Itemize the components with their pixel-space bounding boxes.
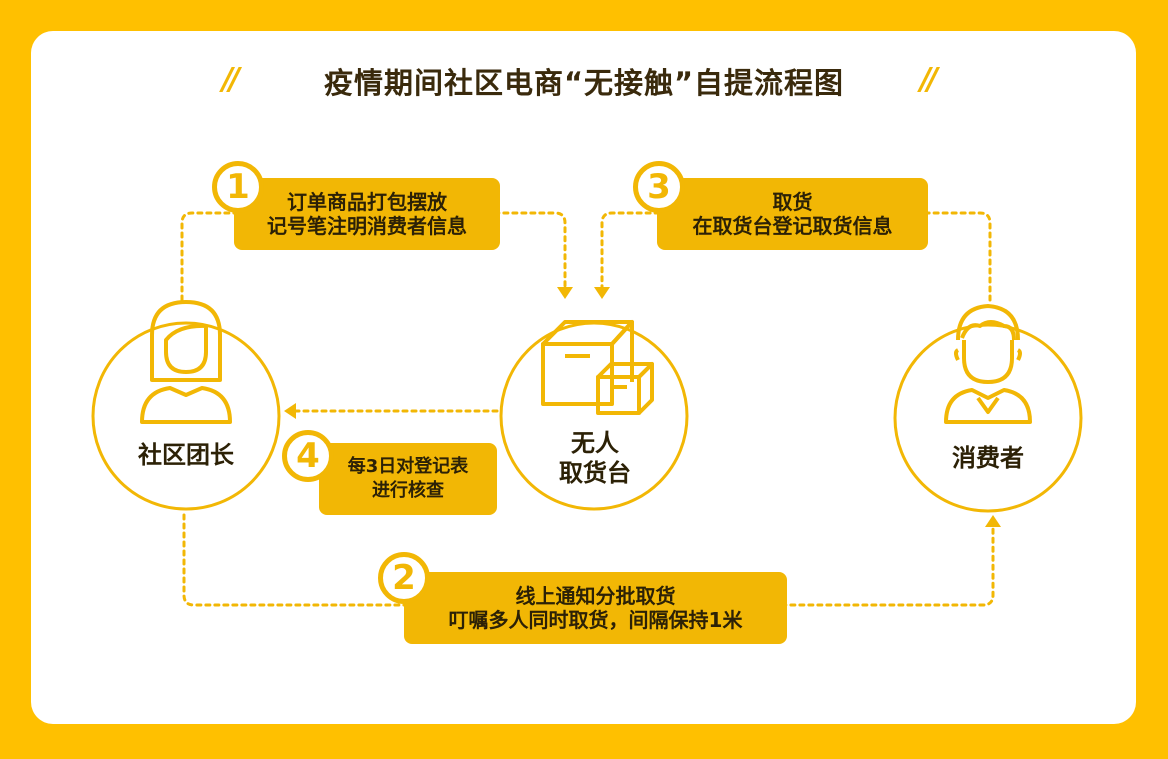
station-label-line1: 无人 (571, 429, 619, 457)
step-2-line2: 叮嘱多人同时取货，间隔保持1米 (448, 608, 743, 632)
boxes-icon (541, 320, 654, 415)
leader-label: 社区团长 (138, 441, 234, 469)
station-label: 无人 取货台 (520, 428, 670, 488)
title-decoration-left: // (222, 62, 240, 97)
arrow-step-1 (557, 287, 573, 299)
diagram-title: 疫情期间社区电商“无接触”自提流程图 (323, 66, 845, 100)
step-4-line2: 进行核查 (372, 480, 444, 501)
step-2-label: 线上通知分批取货 叮嘱多人同时取货，间隔保持1米 (404, 572, 787, 644)
consumer-circle (893, 323, 1083, 513)
step-3-label: 取货 在取货台登记取货信息 (657, 178, 928, 250)
arrow-step-4 (284, 403, 296, 419)
woman-icon (140, 300, 232, 424)
step-1-badge: 1 (212, 161, 264, 213)
arrow-step-2 (985, 515, 1001, 527)
step-2-badge: 2 (378, 552, 430, 604)
step-1-line2: 记号笔注明消费者信息 (267, 214, 467, 238)
step-1-label: 订单商品打包摆放 记号笔注明消费者信息 (234, 178, 500, 250)
station-label-line2: 取货台 (559, 459, 631, 487)
leader-circle (91, 321, 281, 511)
step-4-label: 每3日对登记表 进行核查 (319, 443, 497, 515)
step-1-line1: 订单商品打包摆放 (287, 190, 447, 214)
consumer-label: 消费者 (952, 444, 1024, 472)
step-3-line1: 取货 (772, 190, 813, 214)
step-3-badge: 3 (633, 161, 685, 213)
arrow-step-3 (594, 287, 610, 299)
step-4-line1: 每3日对登记表 (347, 456, 469, 477)
step-2-line1: 线上通知分批取货 (515, 584, 676, 608)
step-4-badge: 4 (282, 430, 334, 482)
title-decoration-right: // (920, 62, 938, 97)
man-icon (944, 304, 1032, 424)
step-3-line2: 在取货台登记取货信息 (692, 214, 893, 238)
connector-step-3 (600, 211, 992, 302)
